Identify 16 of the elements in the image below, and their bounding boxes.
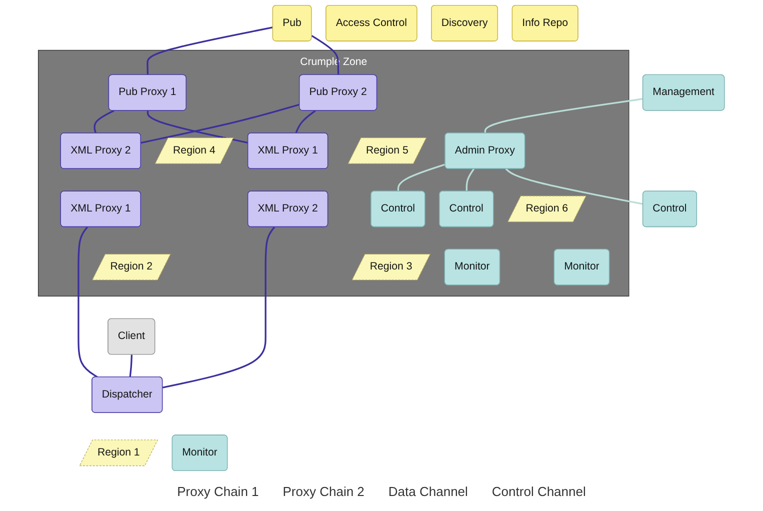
connector xyxy=(78,226,98,378)
note-label: Data Channel xyxy=(388,484,468,498)
connector xyxy=(140,104,300,144)
connector xyxy=(398,164,446,192)
connector xyxy=(162,226,276,388)
connector xyxy=(94,110,114,134)
connector xyxy=(129,354,133,378)
connector xyxy=(147,110,248,144)
note-label: Proxy Chain 2 xyxy=(282,484,364,498)
note-label: Control Channel xyxy=(492,484,586,498)
connector xyxy=(506,168,644,205)
note-label: Proxy Chain 1 xyxy=(177,484,259,498)
connector xyxy=(466,168,475,192)
connector xyxy=(295,110,316,134)
connector xyxy=(146,26,274,76)
connector xyxy=(484,98,644,134)
